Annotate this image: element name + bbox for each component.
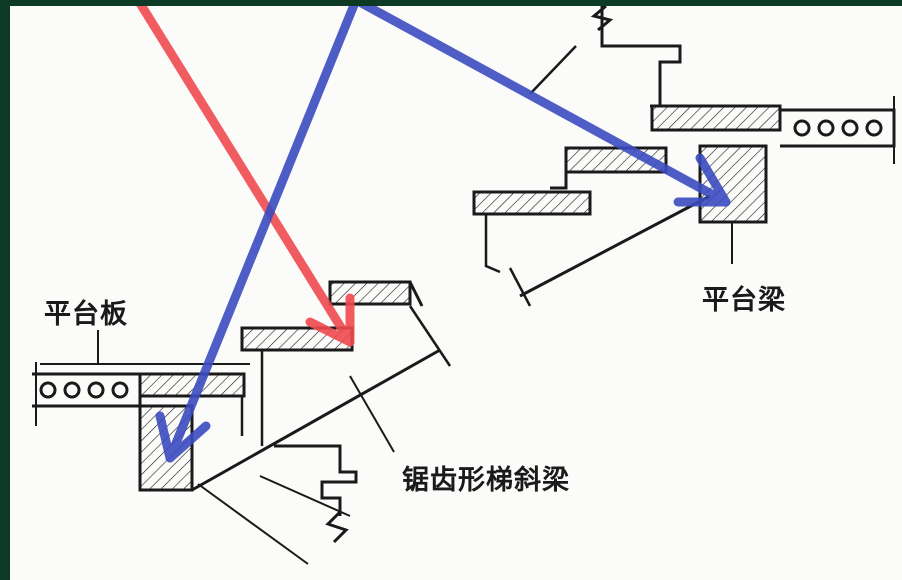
- lower-left-stair-detail: [32, 280, 452, 565]
- sawtooth-stringer-label: 锯齿形梯斜梁: [402, 465, 570, 496]
- platform-slab-label: 平台板: [44, 299, 128, 330]
- blue-annotation-arrow: [155, 6, 731, 463]
- diagram-canvas: 平台板 平台梁 锯齿形梯斜梁: [10, 6, 902, 580]
- stair-construction-drawing: [32, 6, 896, 565]
- upper-right-stair-detail: [472, 6, 896, 307]
- red-annotation-arrow: [136, 6, 355, 347]
- platform-beam-label: 平台梁: [702, 285, 786, 316]
